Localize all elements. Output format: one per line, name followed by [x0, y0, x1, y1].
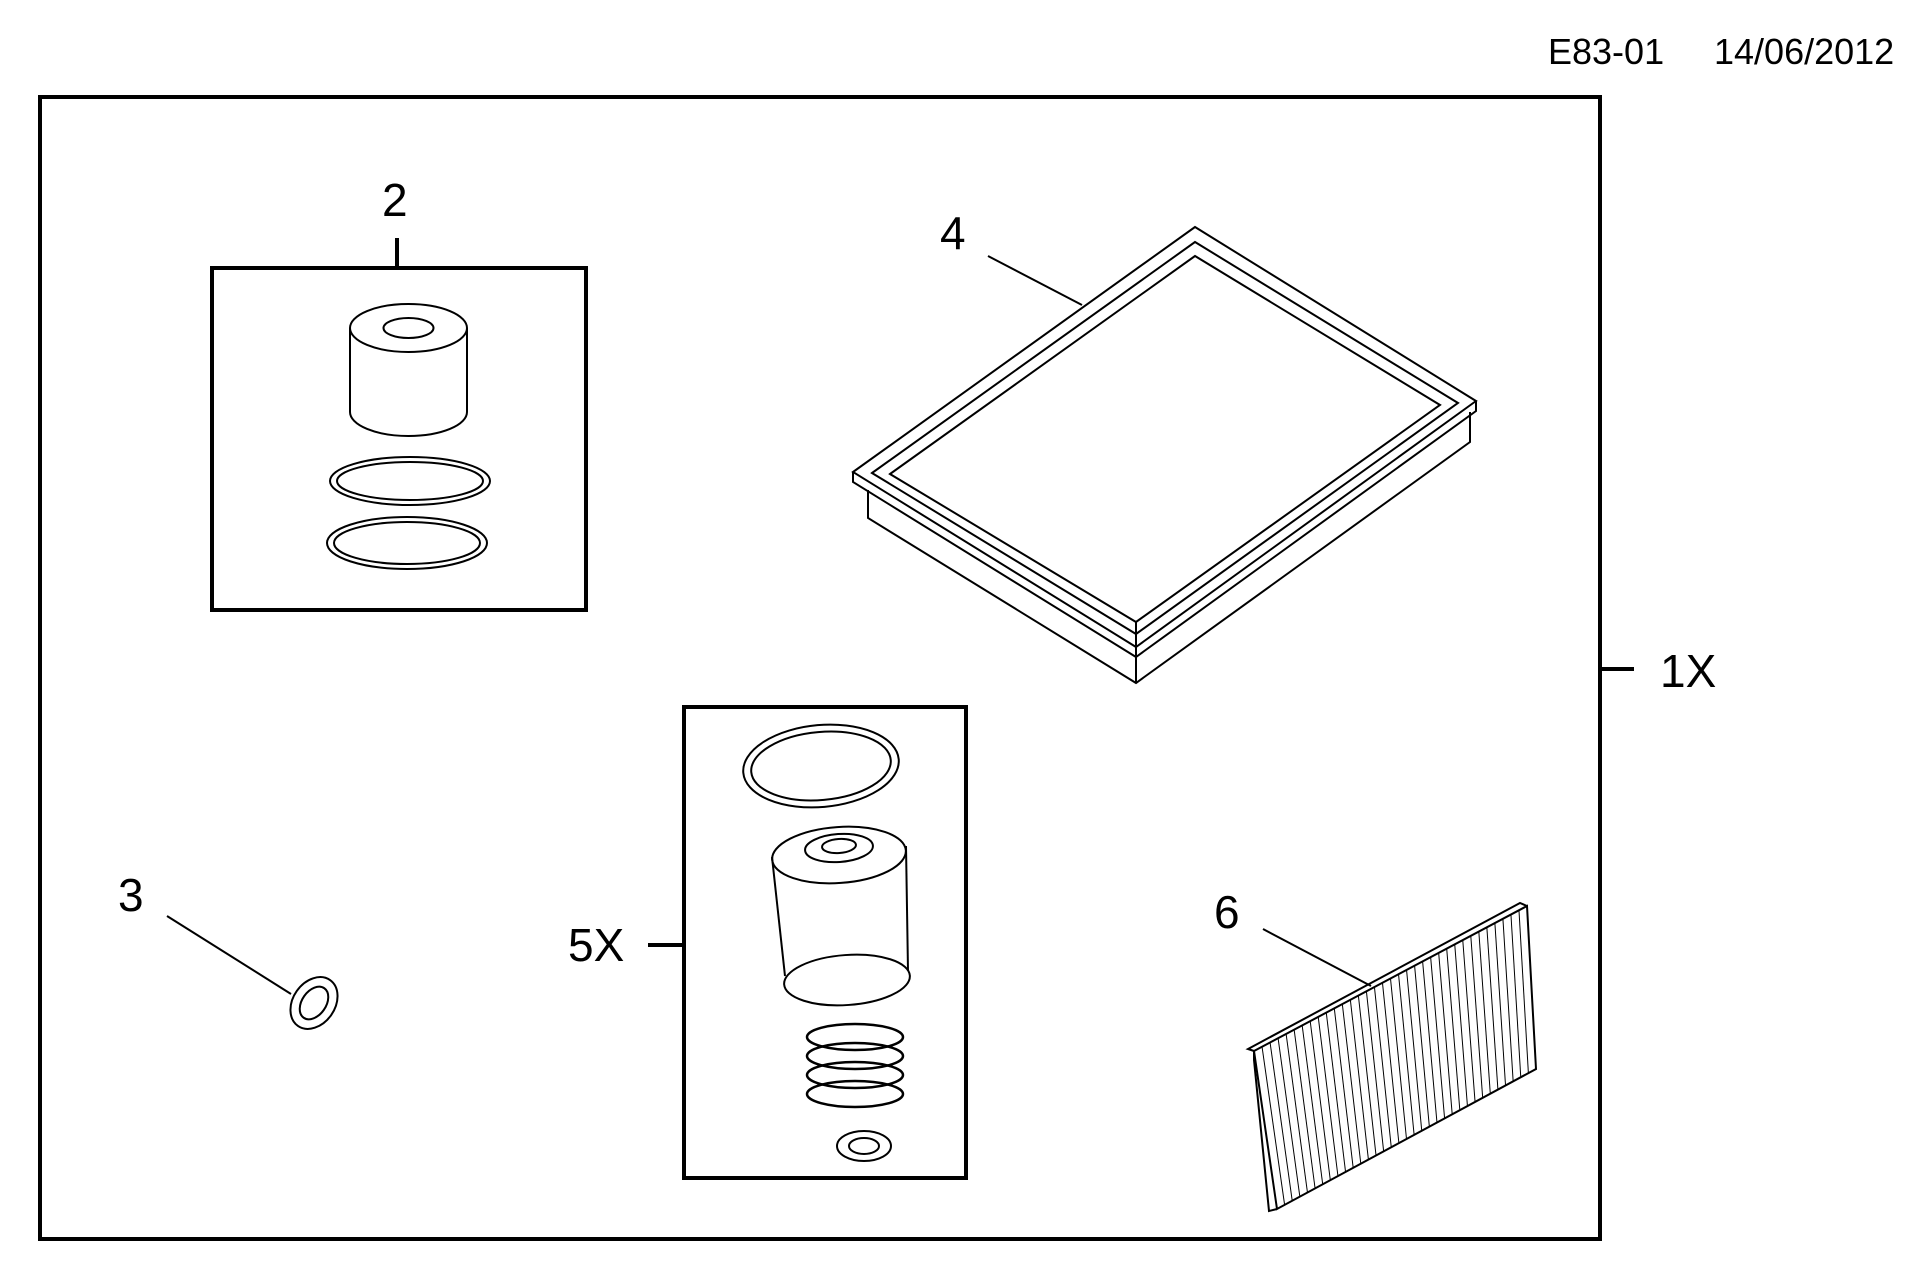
washer-group: 3 [118, 869, 339, 1030]
cabin-filter-group: 6 [1214, 886, 1538, 1213]
oil-filter-box [210, 266, 588, 612]
callout-2: 2 [382, 174, 408, 226]
cabin-filter [1245, 901, 1538, 1213]
fuel-filter-top-ring [742, 723, 900, 809]
air-filter-group: 4 [851, 207, 1478, 685]
fuel-filter-cartridge [771, 825, 911, 1007]
fuel-filter-spring [805, 1022, 905, 1109]
air-filter-panel [851, 225, 1478, 685]
kit-callout: 1X [1660, 645, 1716, 697]
fuel-filter-bottom-washer [836, 1130, 892, 1162]
callout-5: 5X [568, 919, 624, 971]
oil-filter-cartridge [349, 303, 468, 437]
callout-3: 3 [118, 869, 144, 921]
washer [289, 976, 339, 1030]
oil-filter-group: 2 [210, 174, 588, 612]
fuel-filter-group: 5X [568, 705, 968, 1180]
diagram-code: E83-01 [1548, 31, 1664, 72]
cabin-filter-pleats [1261, 910, 1529, 1205]
callout-4: 4 [940, 207, 966, 259]
fuel-filter-box [682, 705, 968, 1180]
diagram-date: 14/06/2012 [1714, 31, 1894, 72]
callout-6: 6 [1214, 886, 1240, 938]
oil-filter-seal-rings [326, 456, 491, 570]
